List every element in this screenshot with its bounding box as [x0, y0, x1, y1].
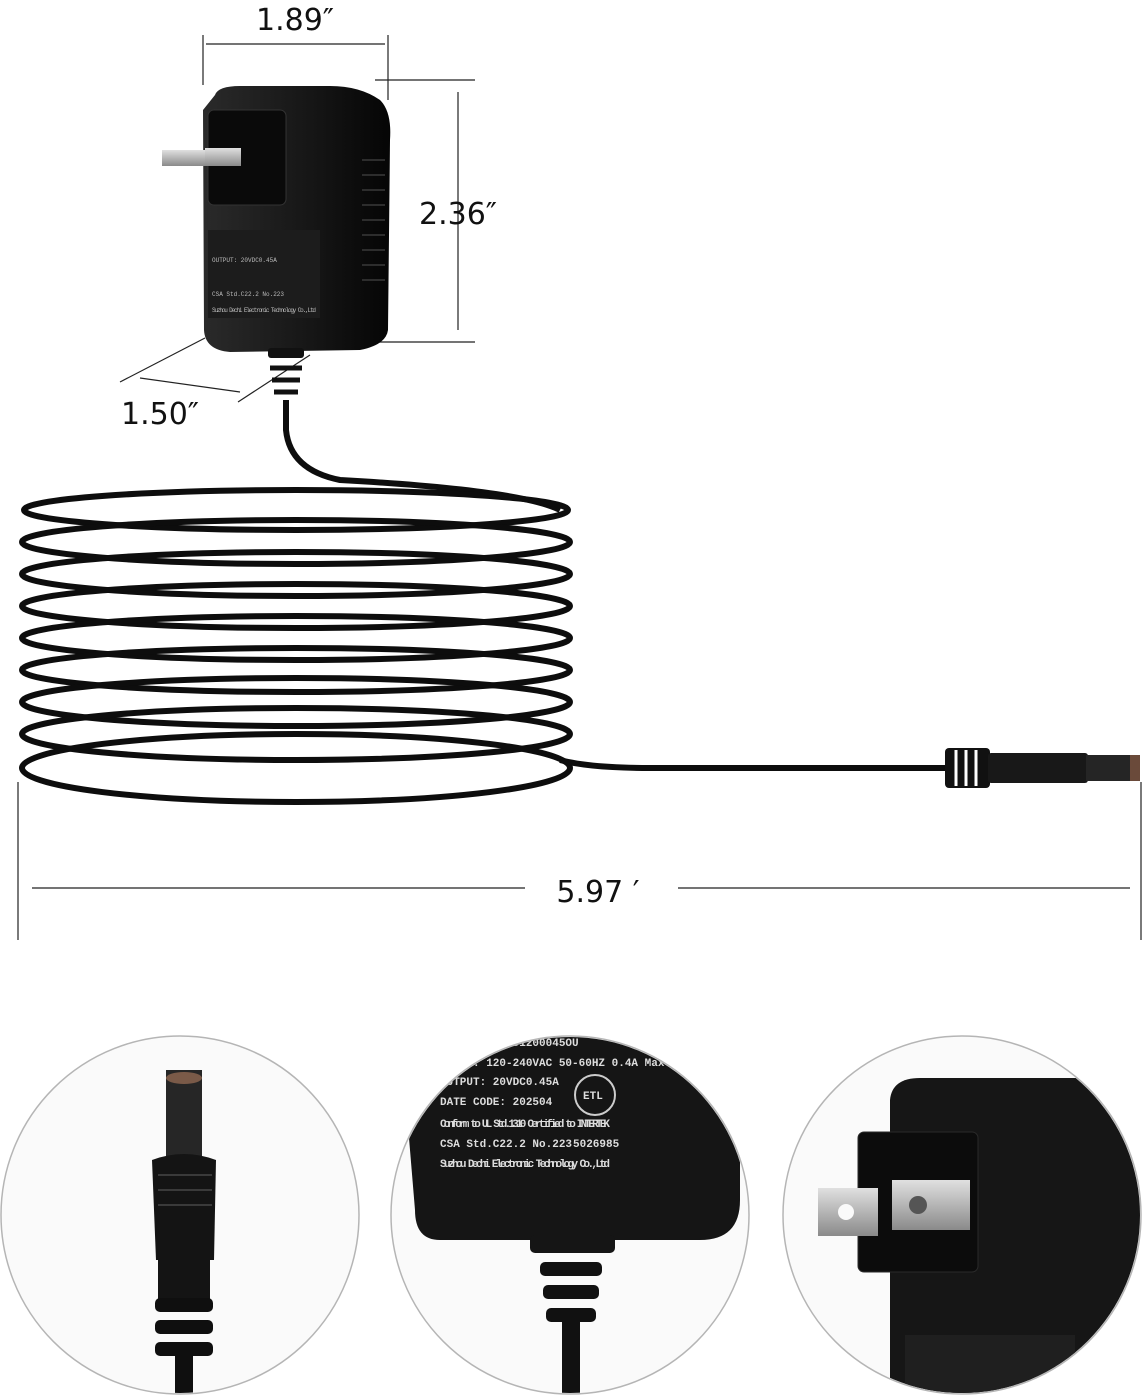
adapter-body: OUTPUT: 20VDC0.45A CSA Std.C22.2 No.223 …: [162, 86, 391, 395]
label-model-text: MODEL: DC1001200045OU: [440, 1038, 579, 1050]
label-output-text: OUTPUT: 20VDC0.45A: [440, 1077, 559, 1089]
label-csa-text: CSA Std.C22.2 No.223: [212, 291, 284, 298]
depth-dimension-label: 1.50″: [121, 397, 199, 432]
etl-mark-text: ETL: [583, 1091, 603, 1103]
label-cert-number-text: 5026985: [573, 1139, 620, 1151]
detail-circle-dc-plug: [0, 1035, 360, 1395]
cable-coil: [19, 400, 948, 805]
etl-mark-icon: [574, 1074, 616, 1116]
label-output-text: OUTPUT: 20VDC0.45A: [212, 257, 277, 264]
prong-icon: [162, 150, 212, 166]
label-date-code-text: DATE CODE: 202504: [440, 1097, 553, 1109]
detail-circle-us-plug: [782, 1035, 1142, 1395]
label-conformity-text: Conform to UL Std.1310 Certified to INTE…: [440, 1119, 610, 1131]
label-input-text: INPUT: 120-240VAC 50-60HZ 0.4A Max: [440, 1058, 665, 1070]
label-manufacturer-text: Suzhou Dechi Electronic Technology Co.,L…: [212, 307, 316, 314]
detail-circle-label: MODEL: DC1001200045OU INPUT: 120-240VAC …: [390, 1035, 750, 1395]
cable-length-dimension-label: 5.97 ′: [556, 875, 639, 910]
label-csa-text: CSA Std.C22.2 No.223: [440, 1139, 572, 1151]
dc-barrel-connector: [945, 748, 1140, 788]
dimension-lines: [17, 35, 1142, 940]
label-manufacturer-text: Suzhou Dechi Electronic Technology Co.,L…: [440, 1159, 610, 1171]
height-dimension-label: 2.36″: [419, 197, 497, 232]
width-dimension-label: 1.89″: [256, 3, 334, 38]
